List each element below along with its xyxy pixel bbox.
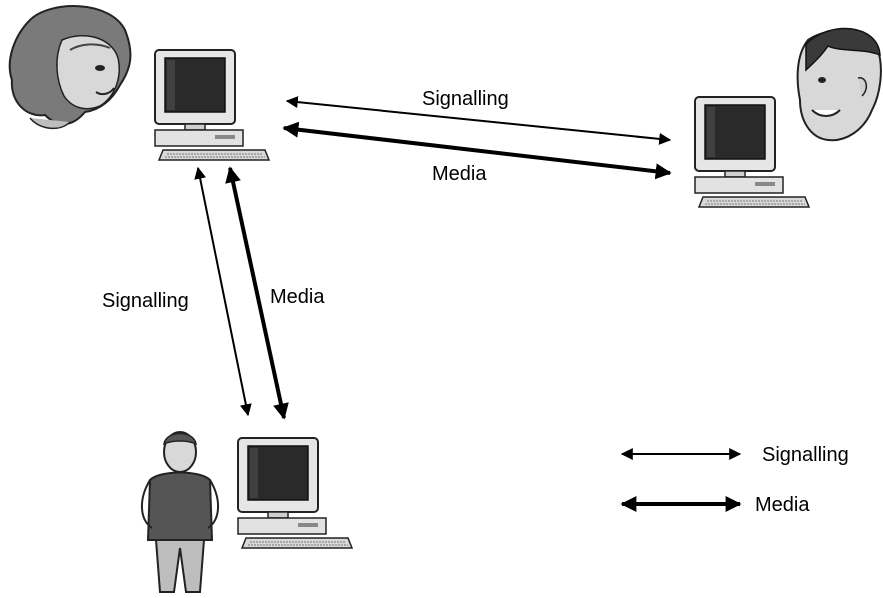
woman-face-icon <box>8 5 132 130</box>
computer-man-icon <box>694 96 810 208</box>
top-media-label: Media <box>432 163 487 185</box>
signalling-arrow-left <box>194 166 252 417</box>
computer-woman-icon <box>154 49 270 161</box>
left-signalling-label: Signalling <box>102 290 189 312</box>
legend-media-label: Media <box>755 494 810 516</box>
media-arrow-left <box>225 166 289 420</box>
legend-signalling-label: Signalling <box>762 444 849 466</box>
computer-person-icon <box>237 437 353 549</box>
standing-person-icon <box>141 431 219 593</box>
man-face-icon <box>796 27 882 142</box>
left-media-label: Media <box>270 286 325 308</box>
legend: Signalling Media <box>620 444 849 516</box>
media-arrow-top <box>282 121 672 180</box>
top-signalling-label: Signalling <box>422 88 509 110</box>
